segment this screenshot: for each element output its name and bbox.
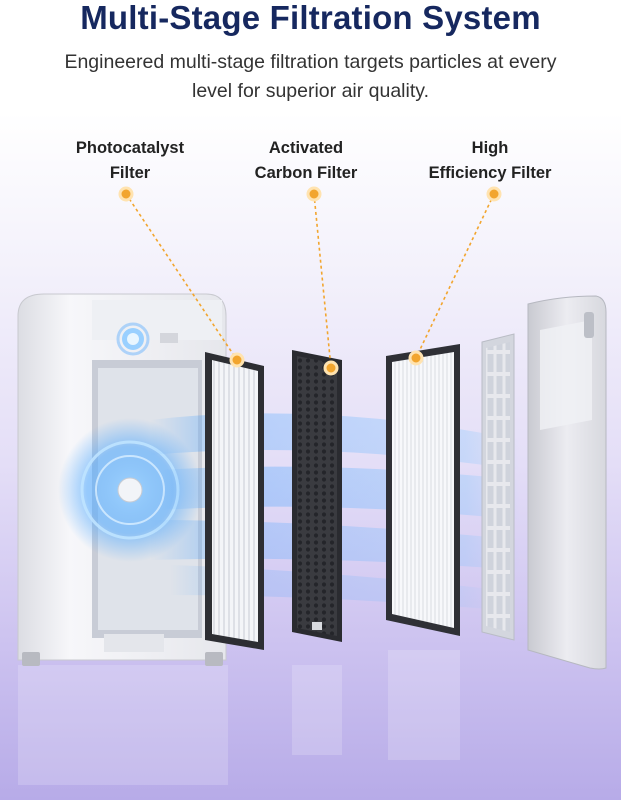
subtitle-line-2: level for superior air quality. [192,80,429,102]
power-light-icon [116,322,150,356]
pre-filter-mesh [481,333,515,641]
callout-line-high-efficiency [408,186,502,366]
callout-line-2: Carbon Filter [254,164,358,182]
orange-dot-icon [486,186,502,202]
control-panel [160,333,178,343]
callout-line-1: Activated [268,139,344,157]
callout-line-1: Photocatalyst [75,139,185,157]
page-title: Multi-Stage Filtration System [80,0,541,36]
orange-dot-icon [323,360,339,376]
callout-line-carbon [306,186,339,376]
callout-photocatalyst-filter: Photocatalyst Filter [50,136,210,186]
photocatalyst-filter [205,352,264,650]
callout-activated-carbon-filter: Activated Carbon Filter [226,136,386,186]
orange-dot-icon [408,350,424,366]
callout-high-efficiency-filter: High Efficiency Filter [410,136,570,186]
rear-cover-panel [527,295,607,670]
orange-dot-icon [118,186,134,202]
callout-line-photocatalyst [118,186,245,368]
high-efficiency-filter [386,344,460,636]
floor-reflection [18,650,460,785]
callout-line-1: High [471,139,509,157]
orange-dot-icon [229,352,245,368]
activated-carbon-filter [292,350,342,642]
subtitle-line-1: Engineered multi-stage filtration target… [64,51,557,73]
callout-line-2: Filter [109,164,151,182]
page-subtitle: Engineered multi-stage filtration target… [20,48,601,106]
orange-dot-icon [306,186,322,202]
callout-line-2: Efficiency Filter [428,164,552,182]
